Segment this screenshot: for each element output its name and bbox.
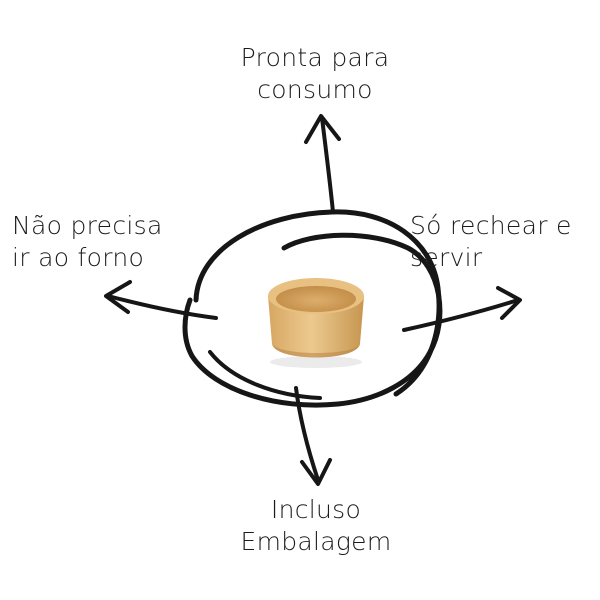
label-left-line-1: Não precisa bbox=[12, 211, 163, 240]
label-ready-to-eat: Pronta para consumo bbox=[230, 42, 400, 106]
swirl-ring bbox=[182, 209, 443, 408]
label-right-line-2: servir bbox=[410, 243, 483, 272]
label-right-line-1: Só rechear e bbox=[410, 211, 572, 240]
arrow-up bbox=[304, 114, 341, 214]
label-left-line-2: ir ao forno bbox=[12, 243, 145, 272]
arrow-left bbox=[104, 280, 218, 320]
swirl-arc-lower bbox=[182, 232, 443, 408]
pastry-cup-icon bbox=[268, 278, 364, 368]
cup-shadow bbox=[270, 356, 362, 368]
arrow-right bbox=[402, 286, 522, 332]
label-packaging-included: Incluso Embalagem bbox=[228, 494, 404, 558]
label-bottom-line-1: Incluso bbox=[270, 495, 362, 524]
cup-base-edge bbox=[272, 344, 360, 358]
swirl-arc-inner bbox=[208, 350, 322, 400]
label-fill-and-serve: Só rechear e servir bbox=[410, 210, 572, 274]
label-top-line-2: consumo bbox=[257, 75, 373, 104]
label-bottom-line-2: Embalagem bbox=[240, 527, 392, 556]
arrows bbox=[104, 114, 522, 486]
arrow-down bbox=[294, 386, 332, 486]
label-top-line-1: Pronta para bbox=[240, 43, 390, 72]
label-no-oven: Não precisa ir ao forno bbox=[12, 210, 163, 274]
cup-opening bbox=[276, 286, 356, 312]
